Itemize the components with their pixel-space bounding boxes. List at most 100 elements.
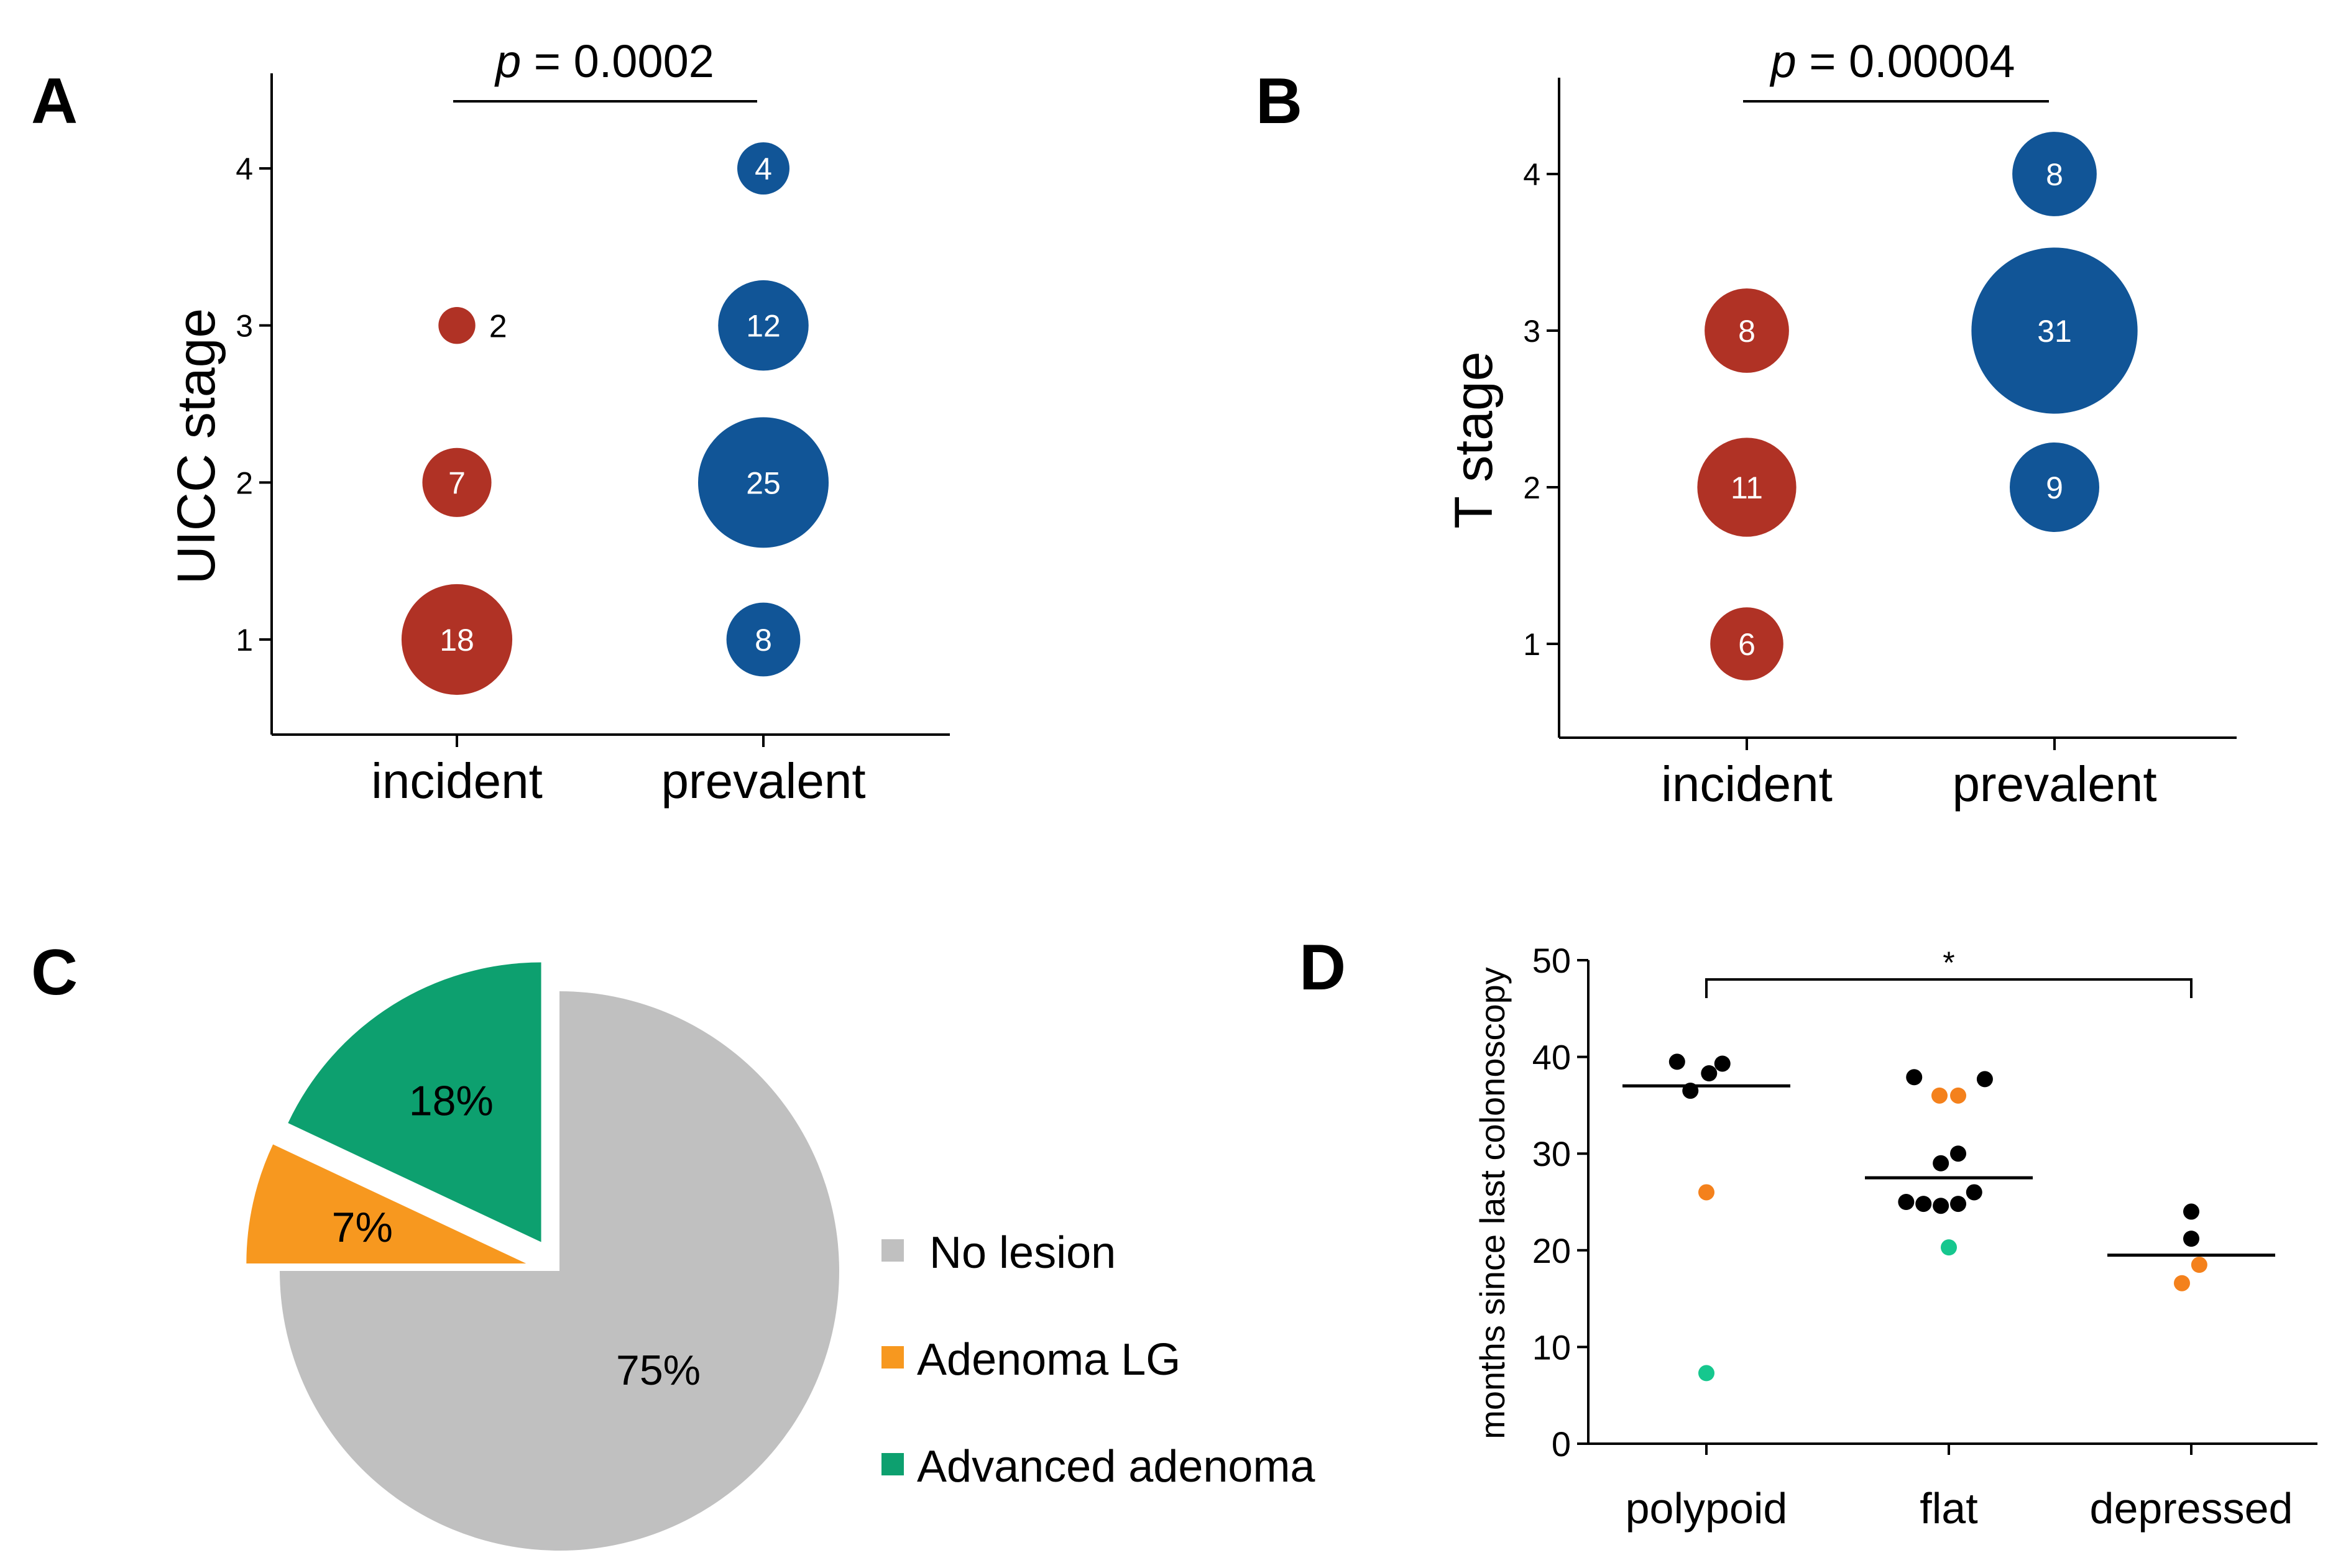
bubble-count-label: 8 [2046, 157, 2063, 192]
legend-label: Adenoma LG [917, 1335, 1180, 1385]
bubble-count-label: 7 [448, 465, 466, 500]
x-tick-label-incident: incident [371, 753, 543, 809]
data-point-flat [1931, 1087, 1948, 1104]
pie-slice-adenoma-lg [246, 1144, 527, 1264]
data-point-flat [1898, 1194, 1915, 1210]
significance-star: * [1943, 945, 1954, 980]
legend-swatch [881, 1453, 904, 1475]
x-tick-label-flat: flat [1920, 1484, 1977, 1533]
bubble-count-label: 8 [1738, 314, 1756, 349]
bubble-incident-stage-1 [1710, 607, 1783, 681]
y-tick-label: 3 [236, 309, 253, 344]
data-point-flat [1915, 1196, 1932, 1213]
data-point-polypoid [1714, 1055, 1731, 1072]
pie-slice-advanced-adenoma [288, 962, 541, 1242]
bubble-prevalent-stage-3 [718, 280, 809, 371]
data-point-flat [1941, 1239, 1957, 1256]
bubble-prevalent-stage-1 [726, 602, 801, 677]
y-tick-label: 30 [1532, 1134, 1571, 1173]
bubble-prevalent-stage-3 [1971, 247, 2138, 414]
legend-swatch [881, 1346, 904, 1369]
y-tick-label: 1 [236, 623, 253, 658]
bubble-count-label: 4 [755, 152, 772, 186]
panel-b-y-axis-label: T stage [1444, 351, 1504, 528]
bubble-prevalent-stage-2 [698, 417, 829, 548]
y-tick-label: 40 [1532, 1038, 1571, 1077]
y-tick-label: 1 [1523, 627, 1540, 662]
bubble-count-label: 31 [2037, 314, 2072, 349]
x-tick-label-prevalent: prevalent [1952, 756, 2156, 812]
bubble-count-label: 25 [746, 465, 781, 500]
panel-d-points [1668, 1053, 2207, 1382]
panel-d-y-axis-label: months since last colonoscopy [1473, 967, 1512, 1439]
panel-letter-a: A [31, 65, 78, 137]
bubble-count-label: 12 [746, 309, 781, 344]
data-point-depressed [2183, 1203, 2199, 1220]
data-point-flat [1933, 1198, 1949, 1214]
panel-b-bubbles: 6 11 8 9 31 8 [1697, 132, 2138, 681]
panel-letter-d: D [1299, 932, 1346, 1004]
data-point-flat [1950, 1196, 1967, 1213]
bubble-incident-stage-2 [422, 447, 492, 517]
legend-swatch [881, 1239, 904, 1262]
bubble-prevalent-stage-2 [2010, 442, 2099, 532]
bubble-count-label: 11 [1731, 470, 1763, 505]
panel-b-p-number: = 0.00004 [1809, 35, 2015, 87]
data-point-polypoid [1698, 1184, 1714, 1201]
panel-b-p-symbol: p [1770, 35, 1797, 87]
panel-b-p-value: p = 0.00004 [1770, 35, 2015, 87]
bubble-count-label: 9 [2046, 470, 2063, 505]
y-tick-label: 4 [1523, 157, 1540, 192]
pie-slice-percent-label: 18% [409, 1078, 494, 1125]
data-point-flat [1950, 1087, 1967, 1104]
bubble-incident-stage-3 [438, 306, 476, 344]
data-point-flat [1950, 1145, 1967, 1162]
y-tick-label: 3 [1523, 314, 1540, 349]
data-point-polypoid [1668, 1053, 1685, 1070]
data-point-polypoid [1701, 1065, 1718, 1082]
x-tick-label-incident: incident [1661, 756, 1833, 812]
pie-slice-percent-label: 7% [332, 1204, 393, 1251]
panel-a-y-axis-label: UICC stage [167, 308, 226, 585]
panel-d-medians [1622, 1084, 2275, 1257]
bubble-prevalent-stage-4 [737, 142, 789, 195]
data-point-flat [1933, 1155, 1949, 1171]
data-point-flat [1976, 1071, 1993, 1088]
bubble-count-label: 8 [755, 623, 772, 658]
y-tick-label: 0 [1552, 1424, 1571, 1464]
x-tick-label-polypoid: polypoid [1626, 1484, 1788, 1533]
legend-label: No lesion [929, 1228, 1116, 1278]
panel-a-p-symbol: p [494, 35, 521, 87]
data-point-polypoid [1698, 1365, 1714, 1382]
legend-label: Advanced adenoma [917, 1442, 1315, 1492]
bubble-prevalent-stage-4 [2012, 132, 2097, 216]
x-tick-label-depressed: depressed [2090, 1484, 2293, 1533]
data-point-flat [1906, 1069, 1923, 1086]
bubble-incident-stage-1 [401, 584, 513, 695]
x-tick-label-prevalent: prevalent [661, 753, 865, 809]
bubble-incident-stage-2 [1697, 438, 1797, 537]
y-tick-label: 2 [1523, 470, 1540, 505]
data-point-depressed [2173, 1275, 2190, 1291]
panel-a-p-number: = 0.0002 [534, 35, 714, 87]
panel-a-bubbles: 18 7 2 8 25 12 4 [401, 142, 829, 695]
significance-bracket [1705, 978, 2193, 998]
data-point-depressed [2183, 1231, 2199, 1247]
y-tick-label: 2 [236, 465, 253, 500]
bubble-count-label: 18 [439, 623, 474, 658]
pie-slice-percent-label: 75% [616, 1347, 701, 1394]
data-point-flat [1966, 1184, 1982, 1201]
panel-letter-c: C [31, 937, 78, 1009]
bubble-count-label: 6 [1738, 627, 1756, 662]
panel-c-slices: 75% 7% 18% [246, 962, 839, 1551]
bubble-incident-stage-3 [1705, 288, 1789, 373]
y-tick-label: 4 [236, 152, 253, 186]
bubble-count-label: 2 [489, 309, 507, 345]
panel-b-ticks: 1 2 3 4 incident prevalent [1523, 157, 2156, 812]
